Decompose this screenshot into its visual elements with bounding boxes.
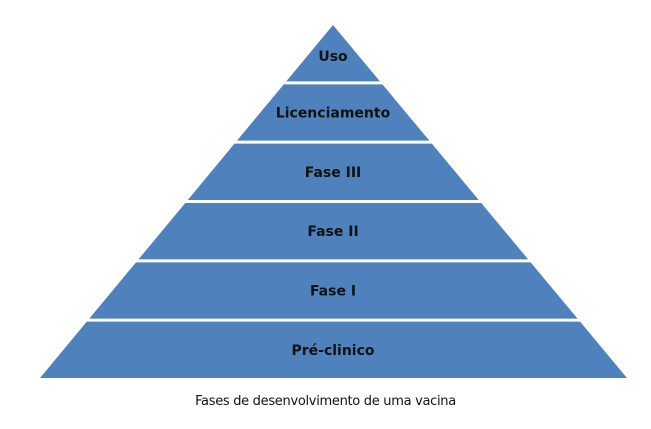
pyramid-layer-shape — [89, 262, 578, 319]
pyramid-layer-shape — [286, 25, 380, 82]
pyramid-layer-shape — [236, 84, 430, 141]
pyramid-layer-shape — [187, 143, 479, 200]
pyramid-layer-label: Fase I — [310, 284, 356, 300]
pyramid-layer-1: Uso — [286, 25, 380, 82]
pyramid-layer-label: Uso — [318, 49, 348, 65]
pyramid-layer-label: Fase III — [305, 165, 362, 181]
pyramid-layer-6: Pré-clinico — [40, 321, 627, 378]
pyramid-layer-label: Licenciamento — [276, 106, 391, 122]
diagram-caption: Fases de desenvolvimento de uma vacina — [195, 394, 456, 409]
pyramid-layer-2: Licenciamento — [236, 84, 430, 141]
pyramid-layer-3: Fase III — [187, 143, 479, 200]
pyramid-layer-shape — [138, 203, 529, 260]
pyramid-layer-label: Fase II — [307, 224, 358, 240]
pyramid-layer-shape — [40, 321, 627, 378]
pyramid-layer-4: Fase II — [138, 203, 529, 260]
pyramid-layer-5: Fase I — [89, 262, 578, 319]
pyramid-layer-label: Pré-clinico — [291, 343, 374, 359]
